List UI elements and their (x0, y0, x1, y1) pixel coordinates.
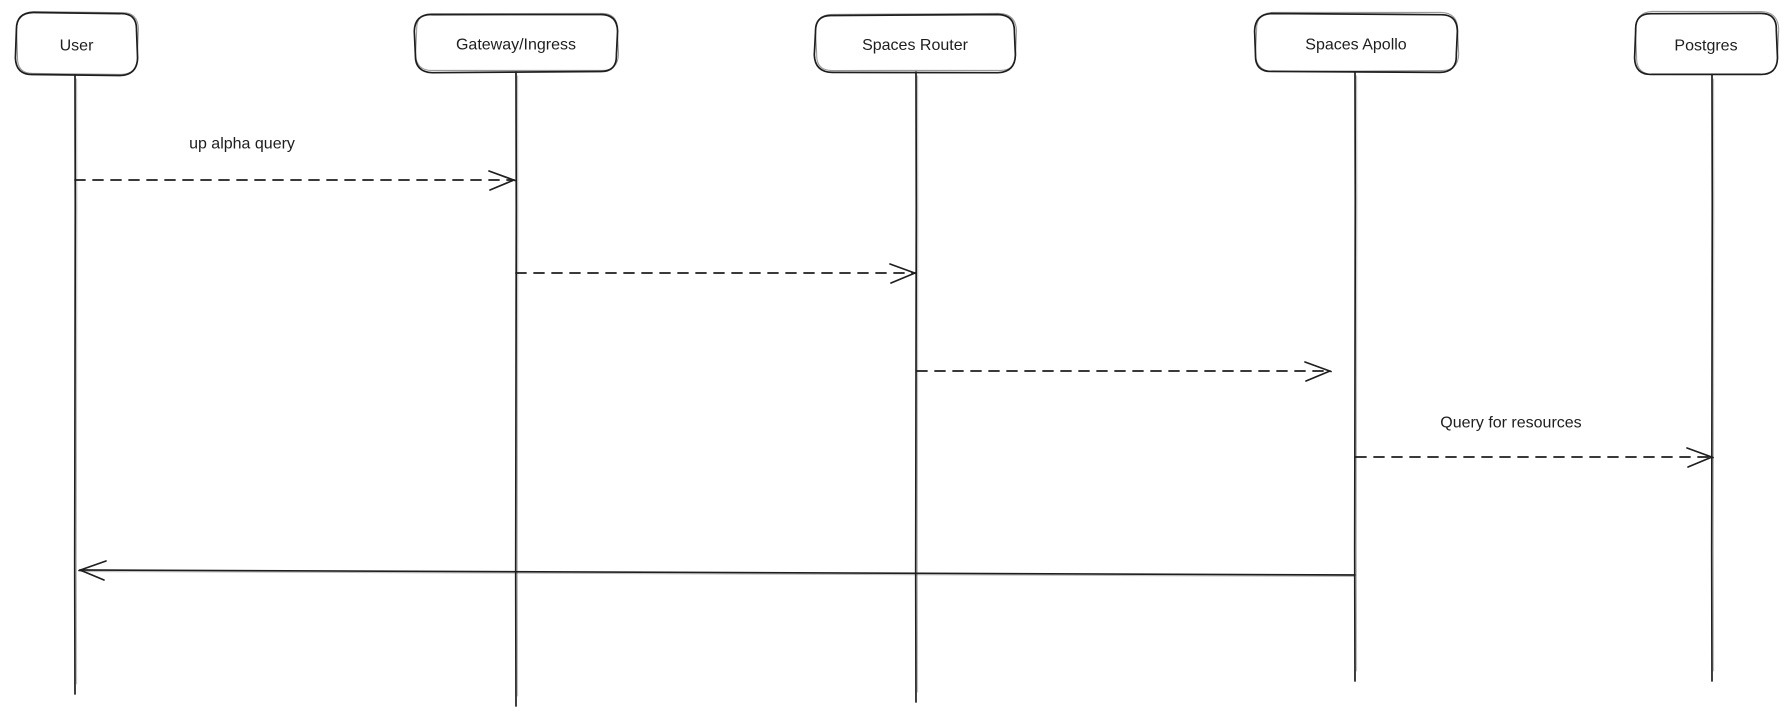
lifeline-postgres (1710, 74, 1714, 682)
message-user-to-gateway: up alpha query (74, 136, 516, 191)
arrowhead-user-to-gateway (488, 170, 516, 191)
actor-label-postgres: Postgres (1674, 38, 1737, 55)
message-line-sketch-apollo-to-user-return (79, 571, 1356, 577)
actor-spaces-apollo: Spaces Apollo (1253, 11, 1460, 682)
actor-gateway-ingress: Gateway/Ingress (413, 12, 620, 707)
message-line-apollo-to-user-return (79, 569, 1356, 576)
actor-user: User (14, 10, 139, 695)
actor-label-spaces-apollo: Spaces Apollo (1305, 37, 1407, 54)
lifeline-spaces-router (914, 71, 918, 703)
arrowhead-apollo-to-user-return (78, 560, 107, 581)
actor-postgres: Postgres (1633, 10, 1780, 682)
message-label-apollo-to-postgres: Query for resources (1440, 415, 1581, 432)
actor-box-gateway-ingress (413, 13, 619, 74)
actor-box-spaces-router (813, 13, 1017, 74)
actor-label-spaces-router: Spaces Router (862, 37, 969, 54)
lifeline-user (73, 74, 77, 695)
message-apollo-to-user-return (78, 560, 1356, 581)
arrowhead-gateway-to-router (889, 263, 917, 284)
arrowhead-apollo-to-postgres (1686, 447, 1714, 468)
actor-box-sketch-spaces-apollo (1254, 11, 1460, 73)
actor-spaces-router: Spaces Router (813, 12, 1018, 703)
actor-label-user: User (60, 38, 94, 55)
actor-label-gateway-ingress: Gateway/Ingress (456, 37, 576, 54)
actor-box-spaces-apollo (1253, 12, 1459, 74)
arrowhead-router-to-apollo (1304, 361, 1332, 382)
actor-box-user (14, 11, 139, 77)
actor-box-postgres (1633, 12, 1779, 76)
message-gateway-to-router (515, 263, 917, 284)
message-router-to-apollo (916, 361, 1332, 382)
lifeline-gateway-ingress (514, 71, 518, 707)
message-label-user-to-gateway: up alpha query (189, 136, 295, 153)
message-apollo-to-postgres: Query for resources (1355, 415, 1714, 468)
lifeline-spaces-apollo (1353, 71, 1357, 682)
